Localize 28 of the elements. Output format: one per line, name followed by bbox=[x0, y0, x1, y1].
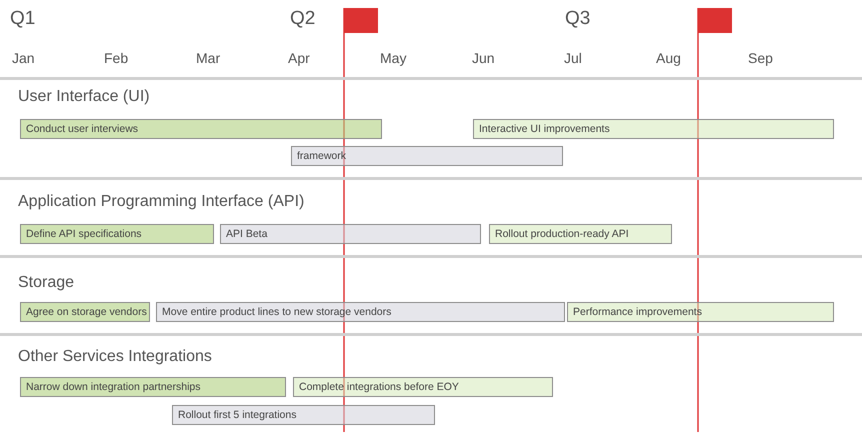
section-heading: Storage bbox=[18, 274, 74, 292]
task-bar: Complete integrations before EOY bbox=[293, 377, 553, 397]
task-bar: Move entire product lines to new storage vendors bbox=[156, 302, 565, 322]
task-bar: Rollout first 5 integrations bbox=[172, 405, 435, 425]
section-heading: Application Programming Interface (API) bbox=[18, 193, 304, 211]
month-label: Mar bbox=[196, 50, 220, 66]
quarter-label: Q3 bbox=[565, 8, 590, 30]
quarter-label: Q1 bbox=[10, 8, 36, 30]
month-label: Apr bbox=[288, 50, 310, 66]
task-bar: Agree on storage vendors bbox=[20, 302, 150, 322]
task-bar: Interactive UI improvements bbox=[473, 119, 834, 139]
month-label: Jan bbox=[12, 50, 35, 66]
task-bar: Narrow down integration partnerships bbox=[20, 377, 286, 397]
month-label: Sep bbox=[748, 50, 773, 66]
section-heading: Other Services Integrations bbox=[18, 348, 212, 366]
task-bar: Performance improvements bbox=[567, 302, 834, 322]
task-bar: Rollout production-ready API bbox=[489, 224, 672, 244]
task-bar: Conduct user interviews bbox=[20, 119, 382, 139]
month-label: Jul bbox=[564, 50, 582, 66]
task-bar: Define API specifications bbox=[20, 224, 214, 244]
month-label: Aug bbox=[656, 50, 681, 66]
task-bar: API Beta bbox=[220, 224, 481, 244]
month-label: Jun bbox=[472, 50, 495, 66]
section-heading: User Interface (UI) bbox=[18, 88, 150, 106]
month-label: May bbox=[380, 50, 406, 66]
month-label: Feb bbox=[104, 50, 128, 66]
quarter-label: Q2 bbox=[290, 8, 316, 30]
task-bar: framework bbox=[291, 146, 563, 166]
